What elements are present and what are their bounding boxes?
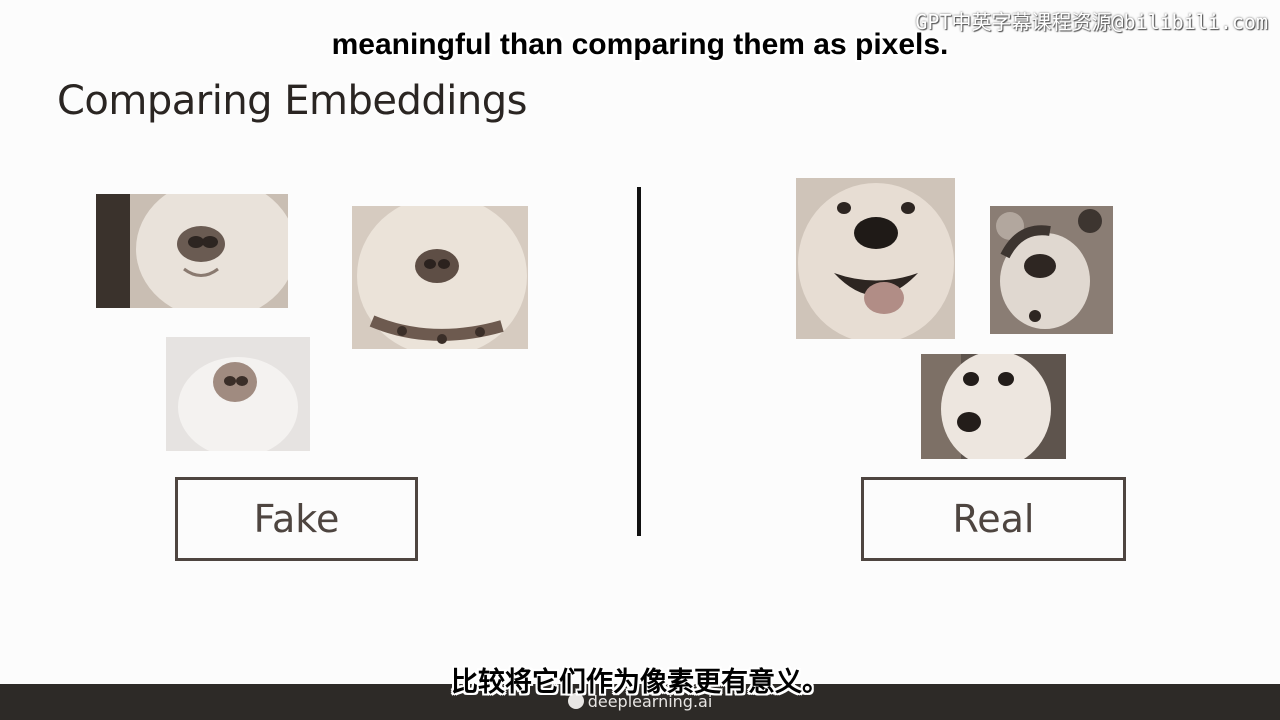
footer-bar xyxy=(0,684,1280,720)
real-image-2 xyxy=(990,206,1113,334)
chinese-subtitle: 比较将它们作为像素更有意义。 xyxy=(451,667,829,698)
english-subtitle: meaningful than comparing them as pixels… xyxy=(331,28,949,61)
fake-image-3 xyxy=(166,337,310,451)
slide-title: Comparing Embeddings xyxy=(57,78,528,124)
brand-text: deeplearning.ai xyxy=(587,692,713,711)
real-image-3 xyxy=(921,354,1066,459)
slide-canvas: Comparing Embeddings xyxy=(57,78,1126,561)
fake-label-box: Fake xyxy=(175,477,418,561)
fake-image-1 xyxy=(96,194,288,308)
real-label-box: Real xyxy=(861,477,1126,561)
fake-image-2 xyxy=(352,206,528,349)
fake-label: Fake xyxy=(253,497,340,541)
footer-brand: deeplearning.ai xyxy=(0,692,1280,711)
watermark: GPT中英字幕课程资源@bilibili.com xyxy=(915,10,1268,34)
vertical-divider xyxy=(637,187,641,536)
deeplearning-logo-icon xyxy=(567,693,584,709)
real-label: Real xyxy=(952,497,1035,541)
real-image-1 xyxy=(796,178,955,339)
